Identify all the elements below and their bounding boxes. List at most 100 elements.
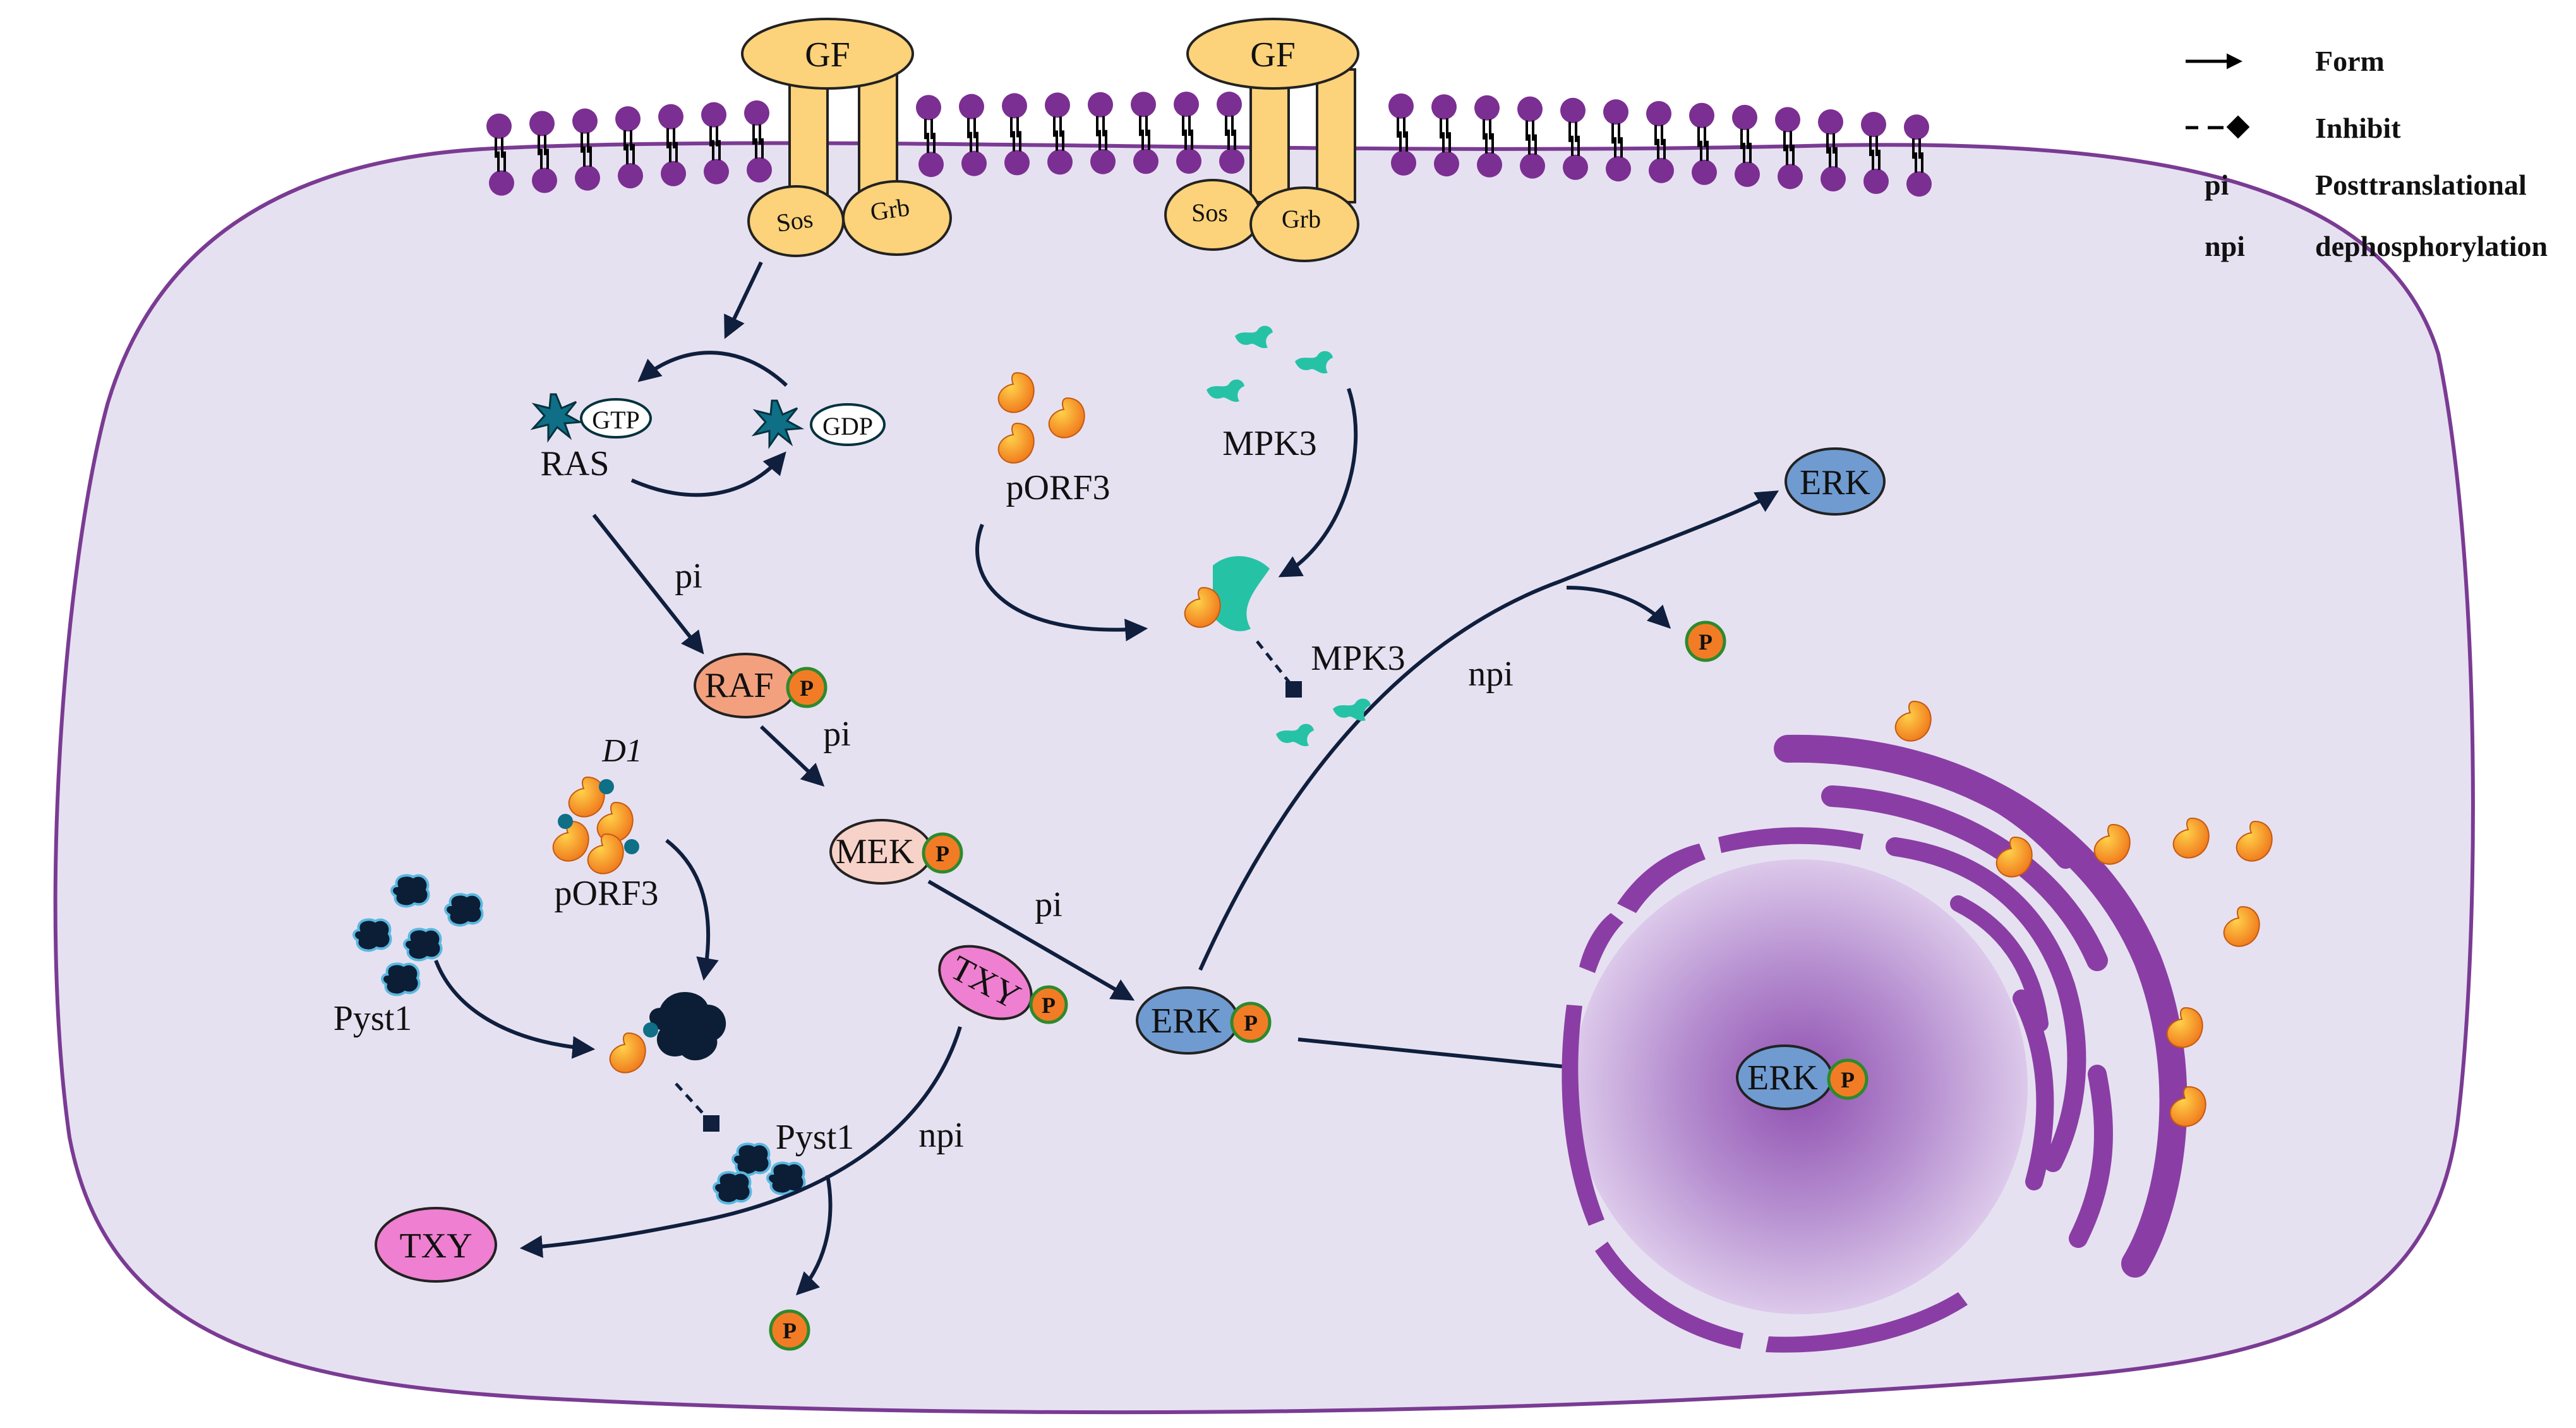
mpk3-label-inhibited: MPK3: [1311, 639, 1405, 678]
phosphate-icon: [769, 1309, 810, 1351]
legend: Form Inhibit pi Posttranslational npi de…: [2186, 45, 2548, 262]
pi-label-ras-raf: pi: [675, 557, 702, 596]
receptor-right: GF Sos Grb: [1164, 18, 1359, 262]
porf3-d1-cluster: D1 pORF3: [552, 733, 659, 913]
inhibit-marker-mpk3: [1285, 681, 1302, 698]
mpk3-cluster-top: MPK3: [1207, 325, 1333, 463]
lipid-head-outer: [1172, 90, 1200, 138]
arrow-porf3d1-complex: [665, 838, 719, 981]
phosphate-icon: [786, 667, 828, 708]
nuclear-envelope: [1562, 827, 1968, 1353]
pyst1-blob-icon: [731, 1142, 771, 1177]
pyst1-label-left: Pyst1: [334, 999, 412, 1038]
arrow-pyst1-complex: [434, 959, 596, 1059]
legend-inhibit: Inhibit: [2315, 112, 2401, 144]
lipid-head-outer: [958, 92, 985, 140]
lipid-head-outer: [1473, 94, 1501, 141]
gdp-label: GDP: [822, 412, 873, 440]
sos-label-left: Sos: [774, 204, 815, 238]
lipid-head-outer: [1430, 93, 1458, 140]
lipid-head-outer: [743, 99, 771, 146]
gf-label-right: GF: [1250, 35, 1296, 75]
pyst1-cluster: Pyst1: [334, 874, 484, 1038]
endoplasmic-reticulum: [1774, 734, 2188, 1278]
d1-label: D1: [601, 733, 642, 769]
phosphate-icon: [1029, 985, 1068, 1024]
arrow-porf3-complex: [975, 523, 1148, 641]
grb-label-left: Grb: [869, 193, 912, 226]
raf-label: RAF: [705, 666, 774, 705]
lipid-head-outer: [1044, 91, 1071, 138]
phosphate-label: P: [1042, 993, 1056, 1018]
gf-label-left: GF: [805, 35, 850, 75]
pyst1-blob-icon: [444, 893, 484, 927]
mek-node: MEK P: [829, 819, 963, 885]
phosphate-icon: [922, 832, 963, 874]
phosphate-icon: [1230, 1001, 1272, 1043]
lipid-head-outer: [1559, 96, 1587, 143]
arrow-release-phosphate: [1566, 586, 1671, 629]
phosphate-icon: [1827, 1058, 1869, 1100]
lipid-head-outer: [1688, 101, 1716, 148]
arrow-release-phosphate-txy: [795, 1175, 833, 1296]
erk-nuclear-label: ERK: [1747, 1058, 1818, 1098]
arrow-txy-dephospho: [519, 1026, 962, 1258]
arrow-raf-mek: [759, 725, 825, 787]
lipid-head-outer: [1129, 90, 1157, 138]
arrow-ras-raf: [592, 514, 704, 655]
erk-free-node: ERK: [1785, 447, 1886, 516]
phosphate-icon: [1685, 620, 1726, 662]
lipid-head-outer: [1215, 90, 1243, 138]
porf3-cluster-top: pORF3: [997, 372, 1110, 507]
lipid-head-outer: [700, 100, 728, 148]
erk-node-phospho: ERK P: [1136, 986, 1272, 1055]
phosphate-label: P: [1244, 1010, 1258, 1036]
gtp-label: GTP: [592, 406, 640, 434]
inhibit-mpk3: [1256, 640, 1293, 687]
arrow-mek-erk: [927, 880, 1135, 1001]
pyst1-blob-icon: [713, 1171, 752, 1205]
legend-pi-key: pi: [2205, 169, 2229, 201]
arrow-sos-ras: [724, 261, 763, 339]
txy-free-label: TXY: [399, 1226, 472, 1266]
ras-label: RAS: [541, 444, 610, 483]
lipid-head-outer: [1516, 95, 1544, 142]
phosphate-label: P: [1841, 1067, 1855, 1092]
erk-label: ERK: [1151, 1001, 1222, 1041]
porf3-mpk3-complex: [1184, 556, 1270, 631]
ras-cycle: GTP GDP RAS: [532, 351, 886, 497]
legend-pi-text: Posttranslational: [2315, 169, 2527, 201]
phosphate-label: P: [800, 675, 814, 701]
phosphate-label: P: [783, 1318, 797, 1343]
inhibit-marker-pyst1: [703, 1115, 719, 1132]
grb-label-right: Grb: [1282, 205, 1321, 233]
receptor-left: GF Sos Grb: [741, 18, 952, 257]
lipid-head-outer: [1001, 92, 1028, 139]
pyst1-blob-icon: [403, 928, 443, 962]
inhibit-pyst1: [675, 1082, 709, 1120]
legend-npi-key: npi: [2205, 230, 2245, 262]
porf3-label-left: pORF3: [555, 874, 659, 913]
npi-label-txy: npi: [918, 1116, 964, 1155]
lipid-head-outer: [1731, 103, 1759, 150]
raf-node: RAF P: [694, 653, 828, 718]
pyst1-blob-icon: [381, 962, 421, 996]
pyst1-label-inhibited: Pyst1: [776, 1118, 855, 1157]
porf3-label-top: pORF3: [1006, 468, 1110, 507]
phosphate-label: P: [936, 841, 949, 866]
pi-label-mek-erk: pi: [1035, 885, 1062, 924]
erk-nuclear-node: ERK P: [1736, 1044, 1869, 1110]
sos-label-right: Sos: [1191, 198, 1228, 227]
pi-label-raf-mek: pi: [823, 715, 851, 754]
lipid-head-outer: [1387, 92, 1415, 139]
npi-label-erk: npi: [1468, 655, 1514, 694]
porf3-pyst1-complex: [609, 992, 726, 1074]
legend-form: Form: [2315, 45, 2385, 77]
legend-npi-text: dephosphorylation: [2315, 230, 2548, 262]
lipid-head-outer: [1602, 98, 1630, 145]
pyst1-blob-icon: [352, 918, 392, 952]
lipid-head-outer: [915, 94, 942, 141]
mek-label: MEK: [836, 832, 914, 871]
arrow-erk-dephospho: [1198, 490, 1779, 971]
